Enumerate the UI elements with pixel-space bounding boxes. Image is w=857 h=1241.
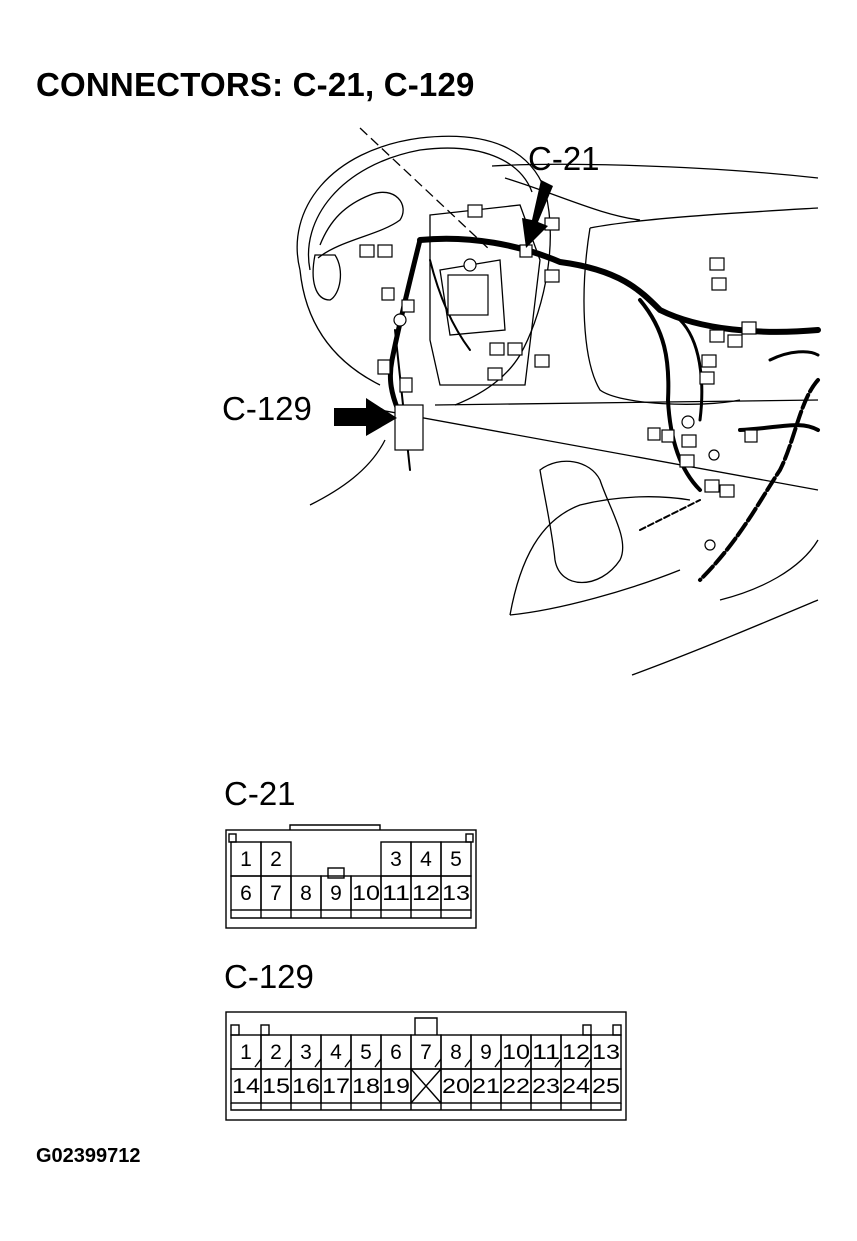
c129-pin-6: 6	[390, 1041, 402, 1064]
c129-pin-21: 21	[472, 1075, 500, 1098]
c129-pin-22: 22	[502, 1075, 530, 1098]
c129-latch-mark	[554, 1058, 562, 1068]
callout-c21-label: C-21	[528, 140, 600, 177]
c129-blank-cavity	[410, 1068, 442, 1104]
c129-latch-mark	[284, 1058, 292, 1068]
dashboard-outline	[296, 127, 819, 676]
c129-pin-19: 19	[382, 1075, 410, 1098]
c129-pin-5: 5	[360, 1041, 372, 1064]
c129-latch-mark	[584, 1058, 592, 1068]
c129-pin-11: 11	[532, 1041, 560, 1064]
c129-pin-14: 14	[232, 1075, 260, 1098]
c21-pin-4: 4	[420, 848, 432, 871]
c129-pin-1: 1	[240, 1041, 252, 1064]
connector-c129-title: C-129	[224, 958, 314, 995]
c129-pin-2: 2	[270, 1041, 282, 1064]
c129-pin-16: 16	[292, 1075, 320, 1098]
c129-pin-9: 9	[480, 1041, 492, 1064]
harness-connectors	[359, 204, 758, 551]
c129-latch-mark	[254, 1058, 262, 1068]
c129-pin-24: 24	[562, 1075, 590, 1098]
connector-c21-pins: 1 2 3 4 5 6 7 8 9 10 11 12 13	[240, 848, 470, 905]
connector-c21-face	[225, 824, 477, 929]
c129-pin-15: 15	[262, 1075, 290, 1098]
c129-latch-mark	[524, 1058, 532, 1068]
c129-pin-17: 17	[322, 1075, 350, 1098]
c21-pin-10: 10	[352, 882, 380, 905]
c21-pin-1: 1	[240, 848, 252, 871]
c21-pin-13: 13	[442, 882, 470, 905]
c21-pin-7: 7	[270, 882, 282, 905]
callout-arrows	[334, 180, 553, 436]
c21-pin-3: 3	[390, 848, 402, 871]
c129-pin-13: 13	[592, 1041, 620, 1064]
wire-harness	[387, 235, 821, 582]
c129-arrow	[334, 398, 397, 436]
c129-pin-7: 7	[420, 1041, 432, 1064]
c129-latch-mark	[494, 1058, 502, 1068]
c21-pin-11: 11	[382, 882, 410, 905]
c21-pin-5: 5	[450, 848, 462, 871]
connector-c21-title: C-21	[224, 775, 296, 812]
c21-pin-12: 12	[412, 882, 440, 905]
c21-pin-9: 9	[330, 882, 342, 905]
c21-pin-6: 6	[240, 882, 252, 905]
c129-latch-mark	[344, 1058, 352, 1068]
c21-arrow	[522, 180, 553, 248]
c129-latch-mark	[434, 1058, 442, 1068]
c129-latch-mark	[314, 1058, 322, 1068]
c21-pin-8: 8	[300, 882, 312, 905]
c129-pin-4: 4	[330, 1041, 342, 1064]
c129-pin-23: 23	[532, 1075, 560, 1098]
c129-pin-10: 10	[502, 1041, 530, 1064]
callout-c129-label: C-129	[222, 390, 312, 427]
c129-pin-8: 8	[450, 1041, 462, 1064]
c129-latch-mark	[464, 1058, 472, 1068]
figure-id: G02399712	[36, 1145, 141, 1167]
c129-pin-18: 18	[352, 1075, 380, 1098]
c129-latch-mark	[374, 1058, 382, 1068]
c129-pin-25: 25	[592, 1075, 620, 1098]
c129-pin-20: 20	[442, 1075, 470, 1098]
c129-pin-3: 3	[300, 1041, 312, 1064]
page-title: CONNECTORS: C-21, C-129	[36, 66, 475, 103]
connector-c129-face	[225, 1011, 627, 1121]
c129-pin-12: 12	[562, 1041, 590, 1064]
c21-pin-2: 2	[270, 848, 282, 871]
c129-cell	[590, 1068, 622, 1104]
